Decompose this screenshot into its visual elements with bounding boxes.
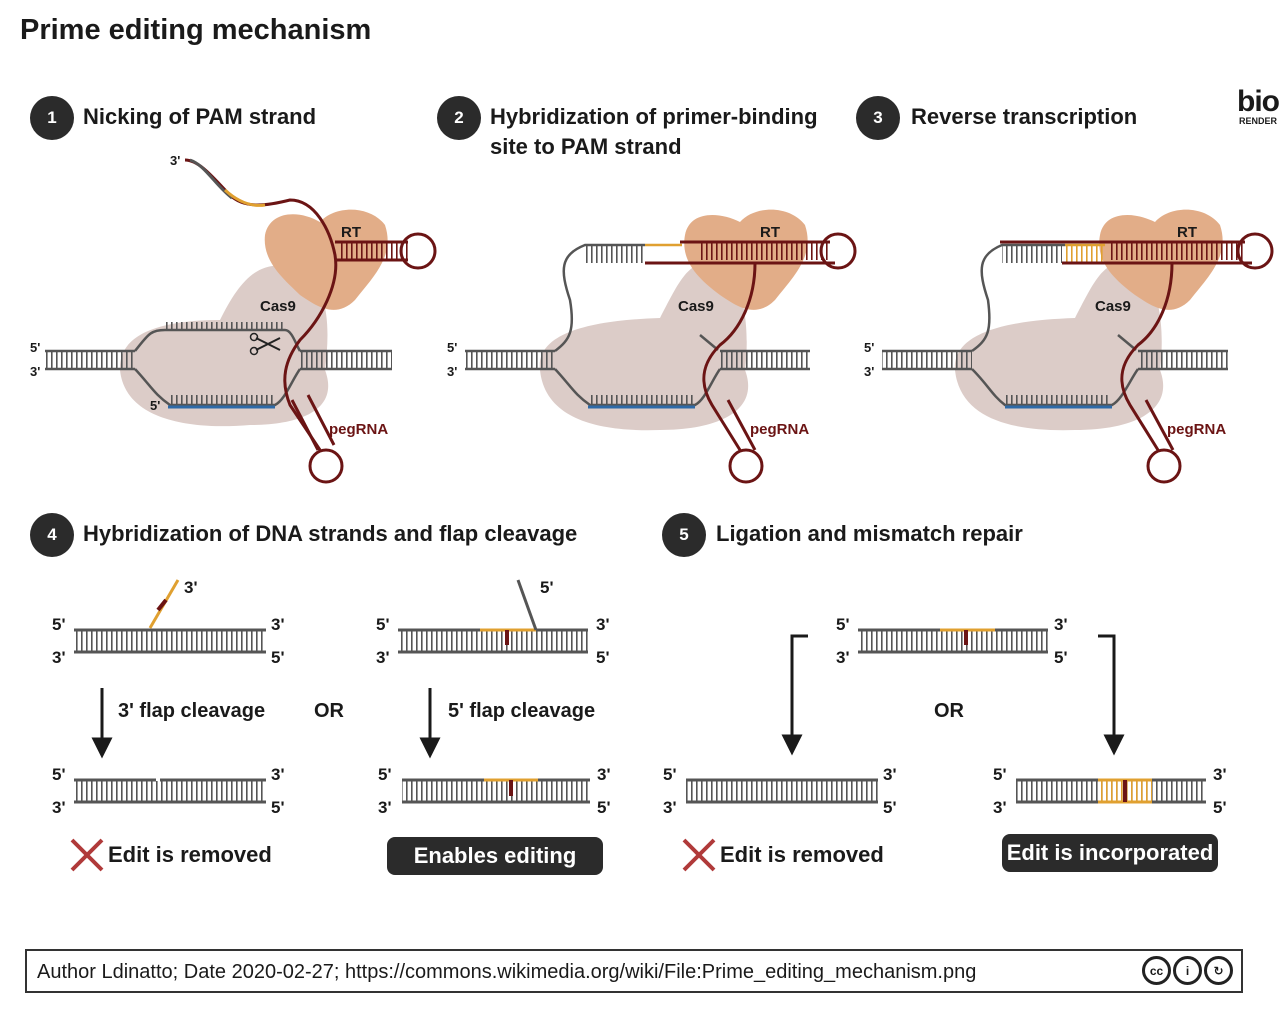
edit-incorporated-badge: Edit is incorporated (1002, 834, 1218, 872)
end-label: 5' (271, 648, 285, 667)
end-label: 3' (378, 798, 392, 817)
step-5-title: Ligation and mismatch repair (716, 521, 1023, 546)
panel-1-graphic (45, 158, 437, 484)
end-label: 5' (150, 398, 161, 413)
end-label: 5' (271, 798, 285, 817)
pegrna-label: pegRNA (1167, 421, 1227, 438)
cas9-protein (539, 262, 749, 431)
step-2-title: Hybridization of primer-binding site to … (490, 102, 818, 162)
share-alike-icon: ↻ (1204, 956, 1233, 985)
right-cleavage-label: 5' flap cleavage (448, 700, 596, 722)
left-cleavage-label: 3' flap cleavage (118, 700, 266, 722)
end-label: 5' (883, 798, 897, 817)
rt-label: RT (341, 224, 361, 241)
end-label: 5' (596, 648, 610, 667)
brand-logo: bio RENDER (1236, 85, 1280, 127)
end-label: 3' (184, 578, 198, 597)
step-2-badge: 2 (437, 96, 481, 140)
end-label: 5' (52, 615, 66, 634)
cc-icon: cc (1142, 956, 1171, 985)
cas9-protein (119, 265, 329, 427)
attribution-text: Author Ldinatto; Date 2020-02-27; https:… (37, 961, 977, 983)
end-label: 5' (447, 340, 458, 355)
end-label: 5' (663, 765, 677, 784)
or-label: OR (314, 700, 344, 722)
page-title: Prime editing mechanism (20, 14, 372, 46)
enables-editing-badge: Enables editing (387, 837, 603, 875)
end-label: 3' (596, 615, 610, 634)
panel-2-graphic (465, 209, 857, 484)
end-label: 5' (52, 765, 66, 784)
brand-line2: RENDER (1238, 116, 1277, 126)
step-1-badge: 1 (30, 96, 74, 140)
attribution-icon: i (1173, 956, 1202, 985)
pegrna-label: pegRNA (750, 421, 810, 438)
edit-removed-label: Edit is removed (720, 842, 884, 867)
rt-label: RT (1177, 224, 1197, 241)
end-label: 5' (540, 578, 554, 597)
cas9-protein (954, 262, 1164, 431)
end-label: 3' (836, 648, 850, 667)
brand-line1: bio (1237, 85, 1280, 118)
panel-4-graphic (70, 579, 590, 872)
end-label: 3' (52, 798, 66, 817)
scissors-icon (249, 332, 281, 356)
attribution-footer: Author Ldinatto; Date 2020-02-27; https:… (25, 949, 1243, 993)
end-label: 5' (597, 798, 611, 817)
end-label: 3' (52, 648, 66, 667)
step-3-title: Reverse transcription (911, 104, 1138, 129)
end-label: 3' (993, 798, 1007, 817)
or-label: OR (934, 700, 964, 722)
step-4-badge: 4 (30, 513, 74, 557)
end-label: 5' (1054, 648, 1068, 667)
end-label: 5' (836, 615, 850, 634)
end-label: 3' (883, 765, 897, 784)
end-label: 3' (271, 615, 285, 634)
edit-removed-label: Edit is removed (108, 842, 272, 867)
step-3-badge: 3 (856, 96, 900, 140)
end-label: 3' (170, 153, 181, 168)
step-4-title: Hybridization of DNA strands and flap cl… (83, 521, 578, 546)
end-label: 5' (378, 765, 392, 784)
license-icons: cc i ↻ (1142, 956, 1233, 985)
end-label: 3' (597, 765, 611, 784)
end-label: 3' (1054, 615, 1068, 634)
end-label: 5' (1213, 798, 1227, 817)
cas9-label: Cas9 (1095, 298, 1131, 315)
panel-5-graphic (682, 628, 1206, 872)
end-label: 3' (30, 364, 41, 379)
rt-label: RT (760, 224, 780, 241)
rt-protein (264, 209, 388, 310)
end-label: 3' (271, 765, 285, 784)
step-1-title: Nicking of PAM strand (83, 104, 317, 129)
end-label: 5' (376, 615, 390, 634)
pegrna-label: pegRNA (329, 421, 389, 438)
step-2-title-line2: site to PAM strand (490, 134, 682, 159)
end-label: 3' (663, 798, 677, 817)
end-label: 5' (993, 765, 1007, 784)
step-2-title-line1: Hybridization of primer-binding (490, 104, 818, 129)
end-label: 3' (376, 648, 390, 667)
panel-3-graphic (882, 209, 1274, 484)
cross-icon (682, 838, 716, 872)
cas9-label: Cas9 (260, 298, 296, 315)
end-label: 3' (864, 364, 875, 379)
cross-icon (70, 838, 104, 872)
end-label: 5' (864, 340, 875, 355)
end-label: 5' (30, 340, 41, 355)
end-label: 3' (447, 364, 458, 379)
cas9-label: Cas9 (678, 298, 714, 315)
end-label: 3' (1213, 765, 1227, 784)
step-5-badge: 5 (662, 513, 706, 557)
